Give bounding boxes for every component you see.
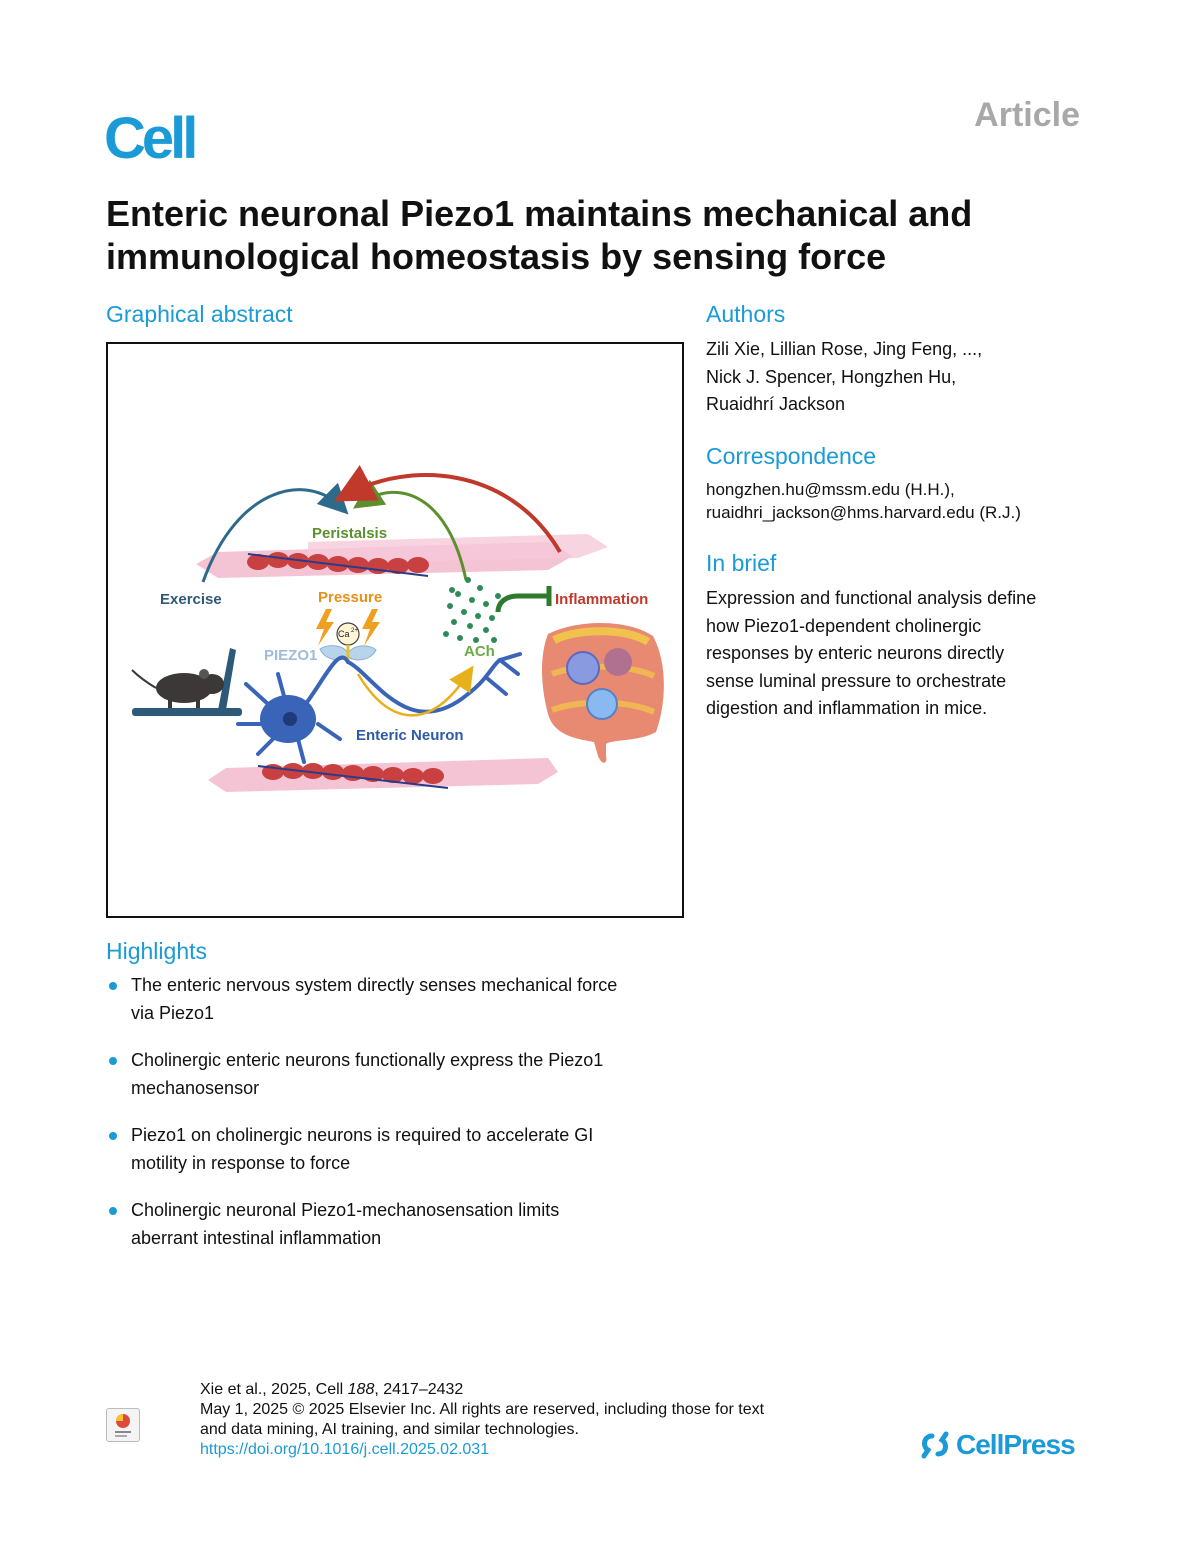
highlight-line: Cholinergic enteric neurons functionally… xyxy=(131,1050,604,1070)
correspondence-email-link[interactable]: hongzhen.hu@mssm.edu (H.H.), xyxy=(706,480,955,499)
bullet-icon xyxy=(109,1132,117,1140)
highlight-line: via Piezo1 xyxy=(131,1002,215,1023)
article-type-label: Article xyxy=(974,96,1080,134)
correspondence-heading: Correspondence xyxy=(706,443,877,469)
authors-line: Nick J. Spencer, Hongzhen Hu, xyxy=(706,366,957,387)
inflamed-intestine-icon xyxy=(542,622,664,763)
highlight-line: aberrant intestinal inflammation xyxy=(131,1227,382,1248)
highlight-item: Piezo1 on cholinergic neurons is require… xyxy=(106,1122,696,1177)
cellpress-mark-icon xyxy=(921,1431,949,1459)
cellpress-wordmark: CellPress xyxy=(956,1429,1076,1460)
in-brief-line: sense luminal pressure to orchestrate xyxy=(706,670,1007,691)
in-brief-line: Expression and functional analysis defin… xyxy=(706,588,1037,608)
bullet-icon xyxy=(109,1207,117,1215)
in-brief-line: digestion and inflammation in mice. xyxy=(706,698,988,718)
correspondence-email-link[interactable]: ruaidhri_jackson@hms.harvard.edu (R.J.) xyxy=(706,503,1021,522)
authors-line: Zili Xie, Lillian Rose, Jing Feng, ..., xyxy=(706,339,983,359)
highlight-item: The enteric nervous system directly sens… xyxy=(106,972,696,1027)
inflammation-label: Inflammation xyxy=(555,591,648,608)
in-brief-text: Expression and functional analysis defin… xyxy=(706,585,1106,723)
in-brief-heading: In brief xyxy=(706,550,777,576)
lightning-icon xyxy=(316,609,334,646)
highlights-list: The enteric nervous system directly sens… xyxy=(106,972,696,1272)
copyright-line: May 1, 2025 © 2025 Elsevier Inc. All rig… xyxy=(200,1401,765,1418)
copyright-line: and data mining, AI training, and simila… xyxy=(200,1421,579,1438)
authors-line: Ruaidhrí Jackson xyxy=(706,394,846,414)
doi-link[interactable]: https://doi.org/10.1016/j.cell.2025.02.0… xyxy=(200,1441,490,1458)
highlight-line: motility in response to force xyxy=(131,1152,351,1173)
peristalsis-label: Peristalsis xyxy=(312,525,387,542)
citation-line: Xie et al., 2025, Cell 188, 2417–2432 xyxy=(200,1380,840,1400)
highlight-item: Cholinergic neuronal Piezo1-mechanosensa… xyxy=(106,1197,696,1252)
check-for-updates-icon[interactable] xyxy=(106,1408,140,1442)
inflammation-arrow xyxy=(333,465,562,554)
piezo1-label: PIEZO1 xyxy=(264,647,317,664)
exercise-label: Exercise xyxy=(160,591,222,608)
authors-heading: Authors xyxy=(706,301,786,327)
graphical-abstract-heading: Graphical abstract xyxy=(106,301,293,327)
upper-muscle-layer xyxy=(196,534,608,578)
in-brief-line: how Piezo1-dependent cholinergic xyxy=(706,615,982,636)
in-brief-line: responses by enteric neurons directly xyxy=(706,643,1005,663)
graphical-abstract-illustration: Peristalsis Exercise Pressure Inflammati… xyxy=(131,465,664,792)
bullet-icon xyxy=(109,982,117,990)
highlight-item: Cholinergic enteric neurons functionally… xyxy=(106,1047,696,1102)
citation-pages: , 2417–2432 xyxy=(374,1381,464,1398)
cellpress-logo: CellPress xyxy=(918,1428,1088,1464)
graphical-abstract-figure: Peristalsis Exercise Pressure Inflammati… xyxy=(106,342,684,918)
mouse-treadmill-icon xyxy=(131,648,242,716)
highlight-line: Piezo1 on cholinergic neurons is require… xyxy=(131,1125,594,1145)
authors-list: Zili Xie, Lillian Rose, Jing Feng, ..., … xyxy=(706,336,1066,419)
enteric-neuron-label: Enteric Neuron xyxy=(356,727,464,744)
highlights-heading: Highlights xyxy=(106,938,207,964)
lower-muscle-layer xyxy=(208,758,558,792)
citation-volume: 188 xyxy=(347,1381,375,1398)
ach-vesicles xyxy=(443,577,501,643)
highlight-line: The enteric nervous system directly sens… xyxy=(131,975,618,995)
pressure-label: Pressure xyxy=(318,589,382,606)
citation-footer: Xie et al., 2025, Cell 188, 2417–2432 Ma… xyxy=(200,1380,840,1460)
piezo1-channel-icon xyxy=(319,622,377,662)
citation-text: Xie et al., 2025, Cell xyxy=(200,1381,348,1398)
inhibition-arrow xyxy=(495,593,548,613)
ach-label: ACh xyxy=(464,643,495,660)
highlight-line: mechanosensor xyxy=(131,1077,260,1098)
correspondence-emails: hongzhen.hu@mssm.edu (H.H.), ruaidhri_ja… xyxy=(706,478,1126,524)
exercise-arrow xyxy=(201,482,349,583)
article-title: Enteric neuronal Piezo1 maintains mechan… xyxy=(106,193,973,277)
calcium-label: Ca xyxy=(338,629,350,639)
bullet-icon xyxy=(109,1057,117,1065)
calcium-charge-label: 2+ xyxy=(351,628,358,634)
journal-logo: Cell xyxy=(104,106,198,171)
highlight-line: Cholinergic neuronal Piezo1-mechanosensa… xyxy=(131,1200,560,1220)
lightning-icon xyxy=(362,609,380,646)
signal-arrow xyxy=(356,665,474,717)
